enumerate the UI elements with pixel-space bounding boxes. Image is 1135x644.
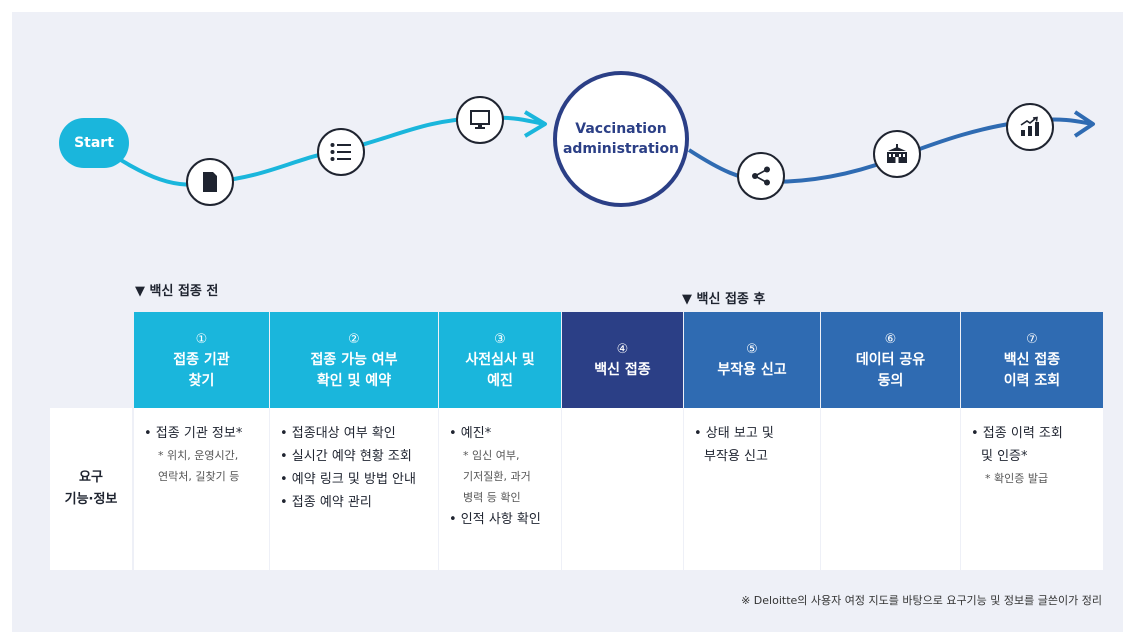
cell-note: * 위치, 운영시간,: [158, 449, 239, 462]
header-line: 백신 접종: [1003, 351, 1061, 368]
cell-note: 병력 등 확인: [463, 491, 521, 504]
cell-step-4: [562, 408, 683, 570]
list-icon: [317, 128, 365, 176]
cell-line: • 상태 보고 및: [694, 426, 774, 441]
header-step-5: ⑤ 부작용 신고: [684, 312, 820, 408]
cell-step-3: • 예진* * 임신 여부, 기저질환, 과거 병력 등 확인 • 인적 사항 …: [439, 408, 561, 570]
header-line: 접종 가능 여부: [310, 351, 398, 368]
center-line-2: administration: [562, 141, 680, 157]
cell-line: • 접종 이력 조회: [971, 426, 1063, 441]
cell-note: * 임신 여부,: [463, 449, 520, 462]
cell-note: 기저질환, 과거: [463, 470, 531, 483]
cell-line: • 예진*: [449, 426, 492, 441]
cell-step-7: • 접종 이력 조회 및 인증* * 확인증 발급: [961, 408, 1103, 570]
header-line: 부작용 신고: [717, 362, 787, 378]
header-line: 백신 접종: [594, 362, 651, 378]
header-line: 찾기: [188, 372, 215, 389]
header-step-6: ⑥ 데이터 공유 동의: [821, 312, 960, 408]
header-line: 예진: [487, 372, 513, 389]
cell-line: • 접종 예약 관리: [280, 495, 372, 510]
header-line: 동의: [877, 372, 904, 389]
section-after-label: ▼ 백신 접종 후: [682, 292, 766, 307]
header-num: ⑦: [1026, 331, 1038, 347]
header-line: 데이터 공유: [855, 351, 926, 368]
header-line: 확인 및 예약: [316, 372, 392, 389]
cell-step-5: • 상태 보고 및 부작용 신고: [684, 408, 820, 570]
cell-note: 연락처, 길찾기 등: [158, 470, 240, 483]
header-line: 사전심사 및: [465, 351, 535, 368]
header-step-7: ⑦ 백신 접종 이력 조회: [961, 312, 1103, 408]
header-num: ⑤: [746, 342, 758, 357]
cell-line: • 접종대상 여부 확인: [280, 426, 396, 441]
header-line: 접종 기관: [173, 351, 230, 368]
building-icon: [873, 130, 921, 178]
cell-line: • 인적 사항 확인: [449, 512, 541, 527]
requirements-table: ① 접종 기관 찾기 ② 접종 가능 여부 확인 및 예약 ③ 사전심사 및 예…: [50, 312, 1103, 570]
cell-line: • 예약 링크 및 방법 안내: [280, 472, 416, 487]
row-label-line-1: 요구: [79, 470, 103, 485]
cell-line: • 접종 기관 정보*: [144, 426, 243, 441]
cell-step-1: • 접종 기관 정보* * 위치, 운영시간, 연락처, 길찾기 등: [134, 408, 269, 570]
header-step-3: ③ 사전심사 및 예진: [439, 312, 561, 408]
chart-up-icon: [1006, 103, 1054, 151]
header-step-4: ④ 백신 접종: [562, 312, 683, 408]
document-icon: [186, 158, 234, 206]
row-label: 요구 기능·정보: [50, 408, 132, 570]
cell-note: * 확인증 발급: [985, 472, 1049, 485]
start-badge: Start: [59, 118, 129, 168]
section-before-label: ▼ 백신 접종 전: [135, 284, 219, 299]
cell-step-2: • 접종대상 여부 확인 • 실시간 예약 현황 조회 • 예약 링크 및 방법…: [270, 408, 438, 570]
cell-line: 부작용 신고: [704, 449, 768, 464]
vaccination-administration-node: Vaccination administration: [553, 71, 689, 207]
cell-line: 및 인증*: [981, 449, 1028, 464]
header-num: ⑥: [884, 331, 897, 347]
center-line-1: Vaccination: [575, 121, 667, 137]
monitor-icon: [456, 96, 504, 144]
header-num: ④: [616, 342, 629, 357]
header-step-2: ② 접종 가능 여부 확인 및 예약: [270, 312, 438, 408]
cell-step-6: [821, 408, 960, 570]
header-line: 이력 조회: [1003, 372, 1061, 389]
header-step-1: ① 접종 기관 찾기: [134, 312, 269, 408]
share-icon: [737, 152, 785, 200]
footnote: ※ Deloitte의 사용자 여정 지도를 바탕으로 요구기능 및 정보를 글…: [741, 594, 1102, 607]
cell-line: • 실시간 예약 현황 조회: [280, 449, 412, 464]
header-num: ②: [348, 331, 360, 347]
header-num: ③: [494, 331, 506, 347]
header-num: ①: [195, 331, 208, 347]
row-label-line-2: 기능·정보: [64, 492, 118, 507]
